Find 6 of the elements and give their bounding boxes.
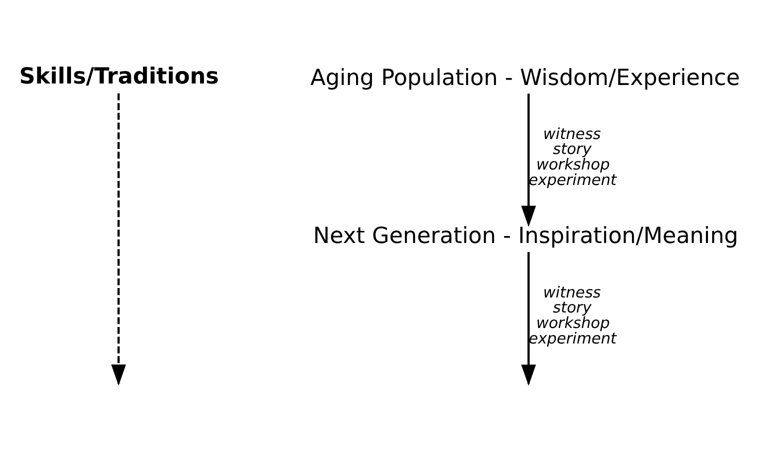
node-text: Next Generation - Inspiration/Meaning (313, 223, 738, 250)
edge-label: witness story workshop experiment (528, 283, 617, 348)
arrow (521, 94, 536, 227)
edge-label: witness story workshop experiment (528, 124, 617, 189)
node-text: Aging Population - Wisdom/Experience (310, 64, 740, 91)
node-text: Skills/Traditions (19, 63, 219, 90)
